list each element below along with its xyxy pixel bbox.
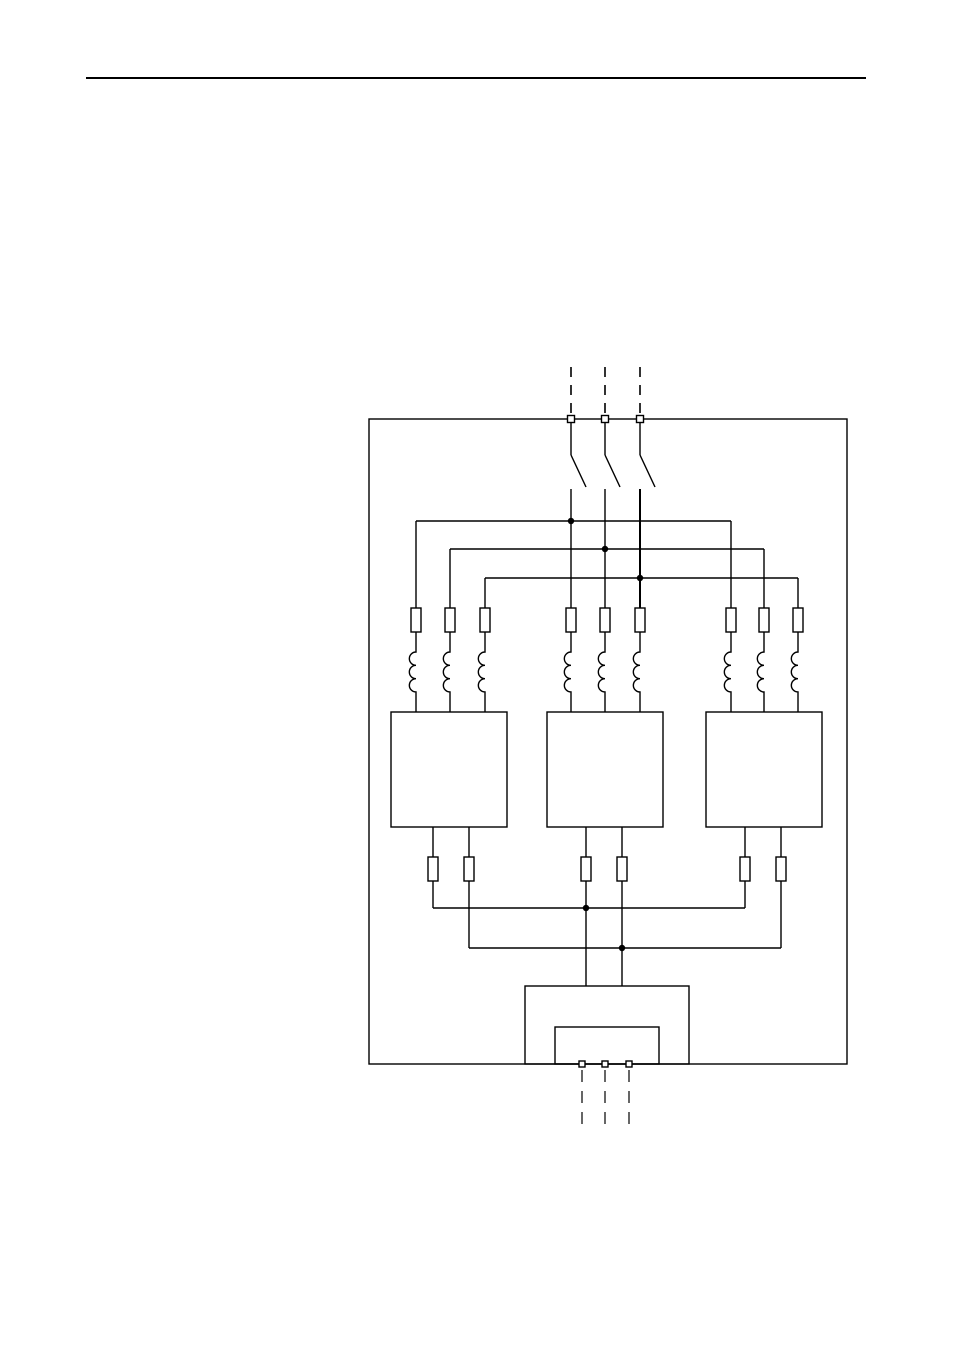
converter-module-1 [391, 712, 507, 827]
input-terminal-3 [637, 416, 644, 423]
module-2-output-fuse-2 [617, 857, 627, 881]
module-1-reactor-1 [409, 632, 416, 712]
converter-module-3 [706, 712, 822, 827]
module-2-output-fuse-1 [581, 857, 591, 881]
converter-module-2 [547, 712, 663, 827]
module-1-input-fuse-3 [480, 608, 490, 632]
module-1-input-fuse-1 [411, 608, 421, 632]
input-feed [568, 367, 644, 455]
output-terminal-1 [579, 1061, 585, 1067]
switch-blade-2 [605, 455, 620, 487]
switch-blade-3 [640, 455, 655, 487]
module-2-input-fuse-3 [635, 608, 645, 632]
module-3-output-fuse-1 [740, 857, 750, 881]
module-1-output-fuse-1 [428, 857, 438, 881]
bus-junction-2 [602, 546, 608, 552]
module-3-reactor-1 [724, 632, 731, 712]
module-3-reactor-3 [791, 632, 798, 712]
module-2-reactor-2 [598, 632, 605, 712]
output-terminal-2 [602, 1061, 608, 1067]
module-3-input-fuse-2 [759, 608, 769, 632]
output-unit-box [525, 986, 689, 1064]
input-switches [571, 455, 655, 612]
module-2-reactor-3 [633, 632, 640, 712]
output-terminal-3 [626, 1061, 632, 1067]
input-terminal-1 [568, 416, 575, 423]
module-3-reactor-2 [757, 632, 764, 712]
output-inner-box [555, 1027, 659, 1064]
module-1-reactor-3 [478, 632, 485, 712]
bus-junction-1 [568, 518, 574, 524]
bus-junction-3 [637, 575, 643, 581]
module-1-output-fuse-2 [464, 857, 474, 881]
converter-modules [391, 608, 822, 881]
module-3-input-fuse-3 [793, 608, 803, 632]
module-1-reactor-2 [443, 632, 450, 712]
ac-busbars [416, 518, 798, 612]
output-busbars [433, 881, 781, 986]
output-unit [525, 986, 689, 1132]
module-2-reactor-1 [564, 632, 571, 712]
switch-blade-1 [571, 455, 586, 487]
input-terminal-2 [602, 416, 609, 423]
module-2-input-fuse-2 [600, 608, 610, 632]
module-1-input-fuse-2 [445, 608, 455, 632]
module-3-output-fuse-2 [776, 857, 786, 881]
module-3-input-fuse-1 [726, 608, 736, 632]
module-2-input-fuse-1 [566, 608, 576, 632]
